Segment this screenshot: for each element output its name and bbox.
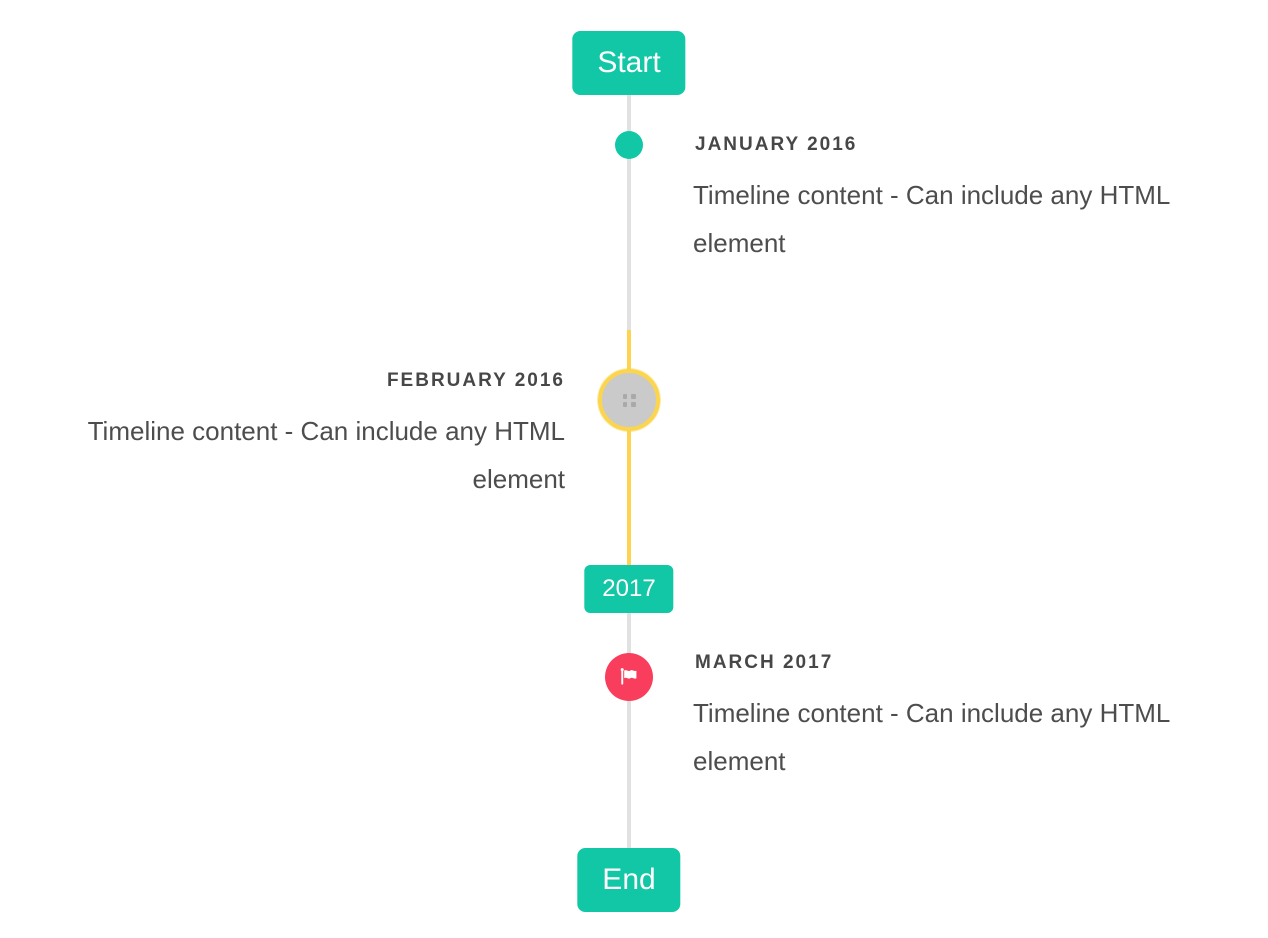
start-badge: Start	[572, 31, 686, 95]
placeholder-glyph-icon	[622, 393, 636, 407]
item-content: Timeline content - Can include any HTML …	[87, 416, 565, 494]
item-content: Timeline content - Can include any HTML …	[693, 180, 1170, 258]
item-date-label: JANUARY 2016	[695, 134, 858, 155]
timeline-line-segment-top	[627, 95, 631, 330]
timeline-line-segment-yellow	[627, 330, 631, 566]
red-circle-marker	[605, 653, 653, 701]
item-content: Timeline content - Can include any HTML …	[693, 698, 1170, 776]
flag-icon	[620, 668, 637, 685]
gray-circle-marker	[598, 369, 660, 431]
year-badge: 2017	[584, 565, 674, 613]
item-date-label: MARCH 2017	[695, 652, 834, 673]
end-badge: End	[577, 848, 681, 912]
timeline-line-segment-bottom	[627, 612, 631, 848]
item-date-label: FEBRUARY 2016	[386, 370, 565, 391]
teal-dot-marker	[615, 131, 643, 159]
